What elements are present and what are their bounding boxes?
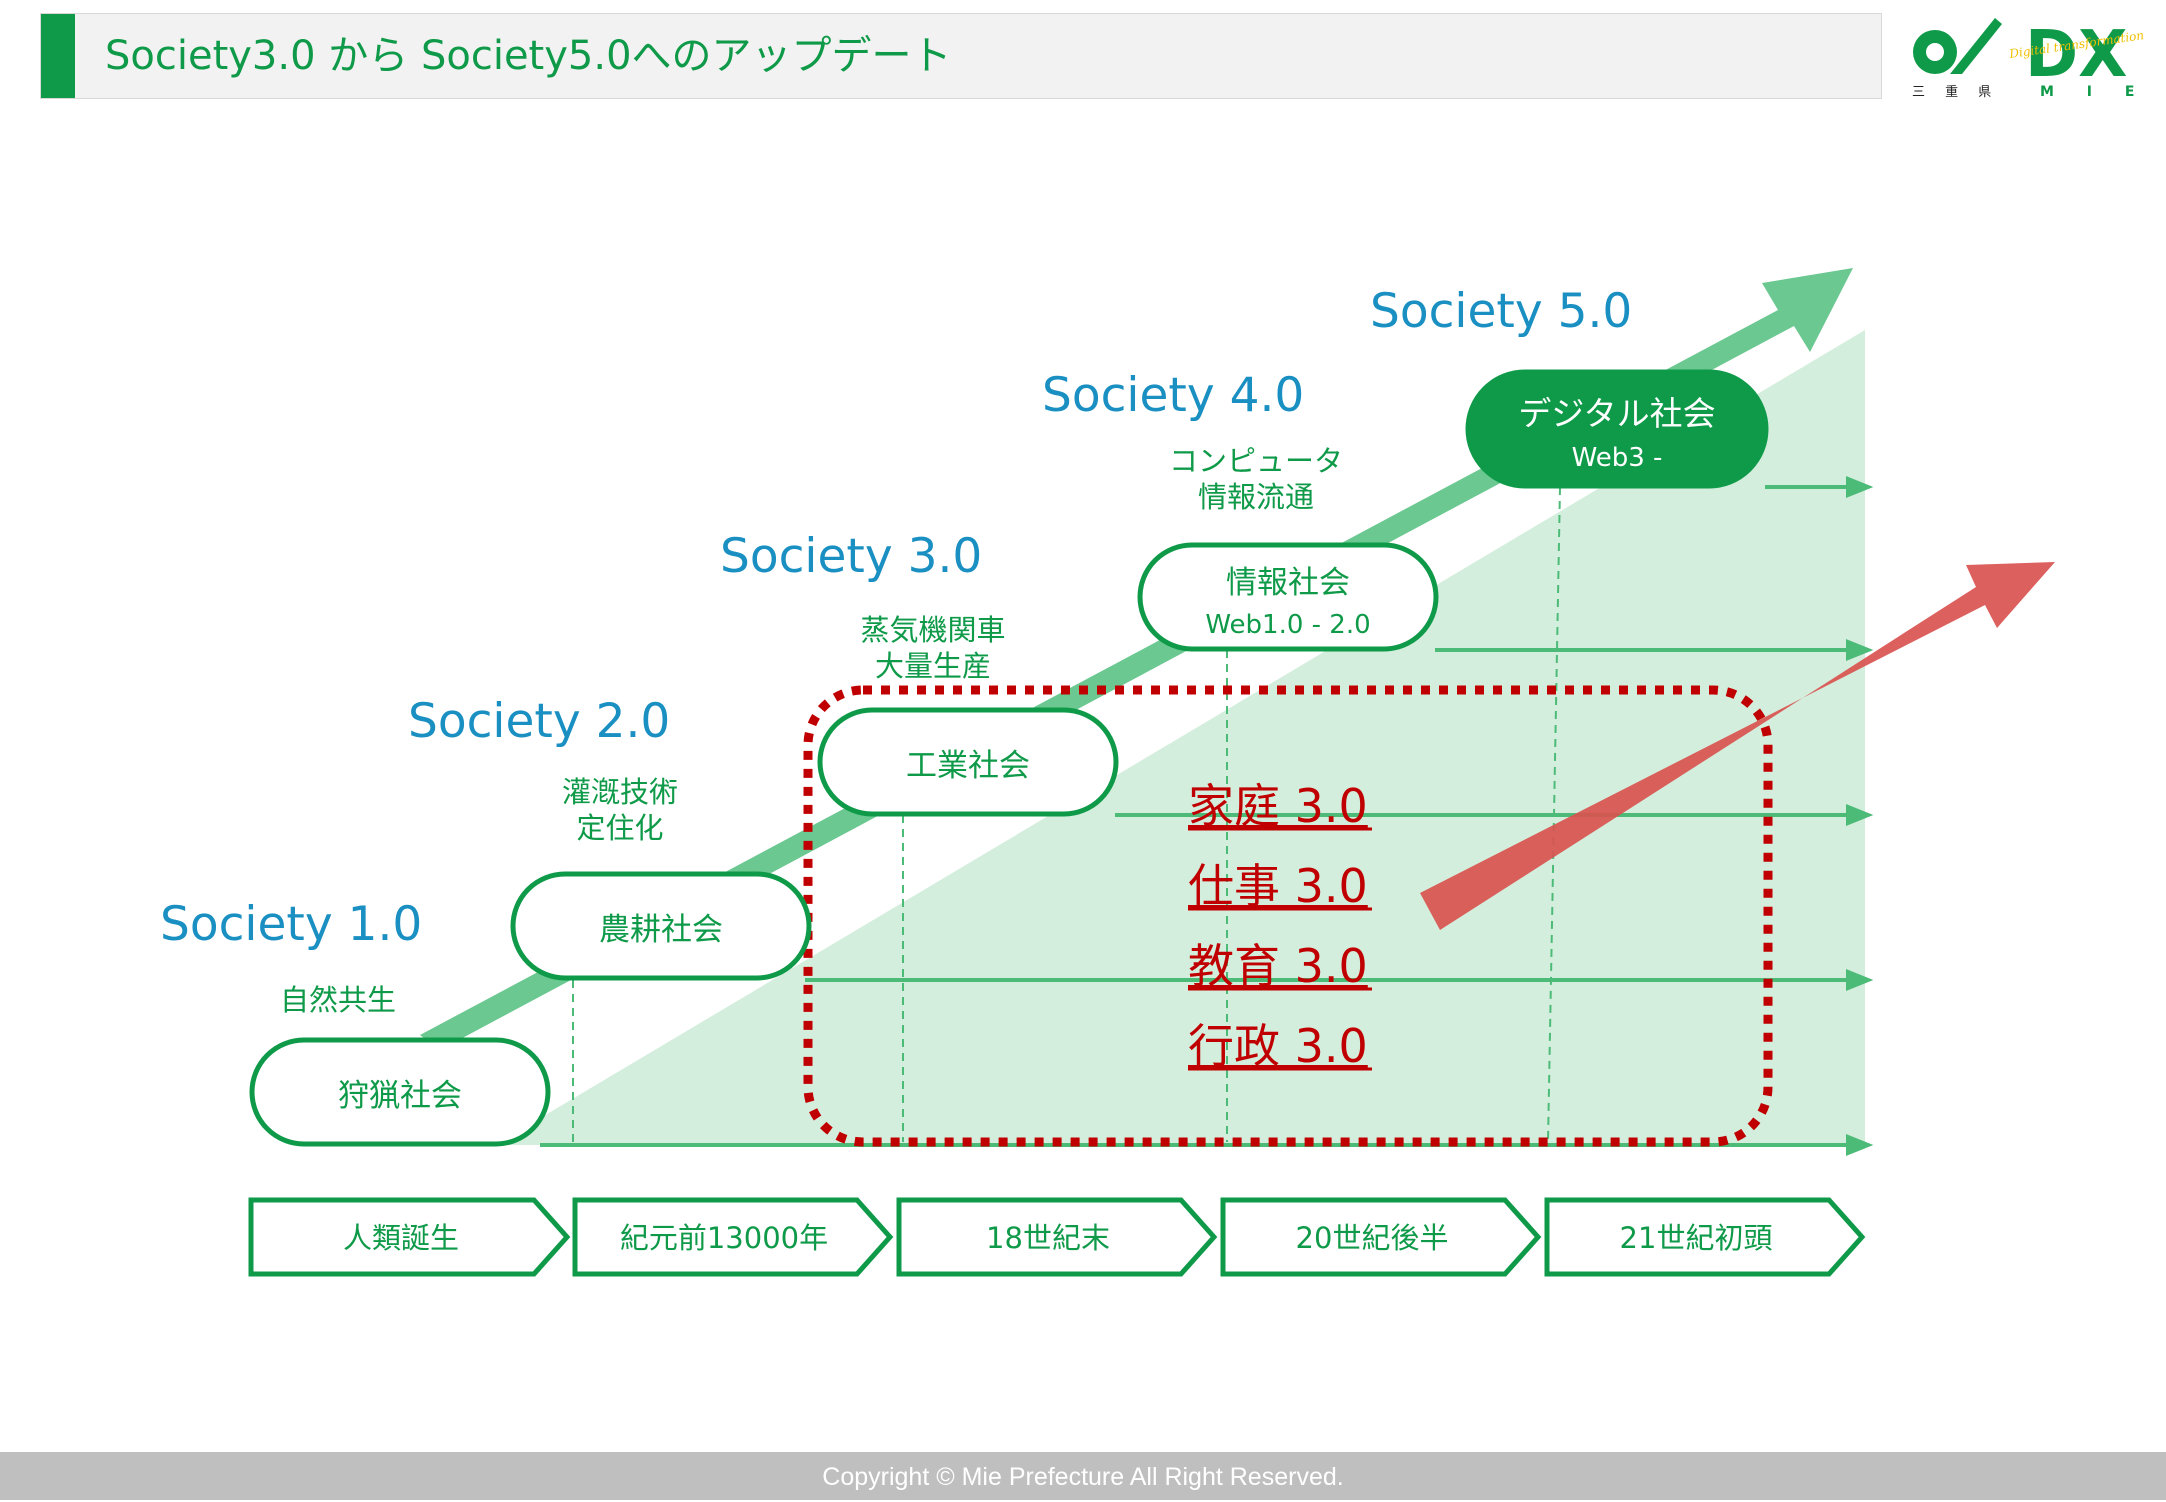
- society-2-tech-1: 灌漑技術: [562, 775, 678, 809]
- timeline-label-2: 紀元前13000年: [620, 1221, 828, 1255]
- header-accent: [41, 14, 75, 98]
- society-3-tech-2: 大量生産: [875, 649, 991, 683]
- society-5-box-title: デジタル社会: [1518, 394, 1715, 433]
- timeline-label-1: 人類誕生: [343, 1221, 459, 1255]
- society-1-box: [249, 1037, 551, 1147]
- society-4-tech-1: コンピュータ: [1169, 444, 1343, 478]
- timeline-step-3: [896, 1197, 1218, 1277]
- society-4-tech-2: 情報流通: [1198, 480, 1314, 514]
- society-3-title: Society 3.0: [720, 529, 982, 584]
- society-2-tech-2: 定住化: [576, 811, 663, 845]
- society-1-box-title: 狩猟社会: [338, 1078, 462, 1114]
- timeline-step-5: [1544, 1197, 1866, 1277]
- society-4-box-title: 情報社会: [1226, 565, 1350, 601]
- timeline-step-2: [572, 1197, 894, 1277]
- society-2-box-title: 農耕社会: [599, 912, 723, 948]
- society-1-tech-1: 自然共生: [280, 983, 396, 1017]
- update-work: 仕事 3.0: [1188, 859, 1368, 913]
- dx-mie-logo: DX Digital transformation M I E: [2007, 18, 2148, 100]
- society-5-title: Society 5.0: [1370, 284, 1632, 339]
- dx-logo-text: DX: [2025, 18, 2127, 92]
- society-5-box-sub: Web3 -: [1572, 443, 1663, 473]
- society-3-box-title: 工業社会: [906, 748, 1030, 784]
- society-4-box-sub: Web1.0 - 2.0: [1205, 610, 1370, 640]
- mie-prefecture-logo: 三 重 県: [1912, 18, 2002, 100]
- society-2-box: [510, 871, 812, 981]
- update-home: 家庭 3.0: [1188, 779, 1368, 833]
- page-title: Society3.0 から Society5.0へのアップデート: [105, 33, 952, 79]
- update-arrow: [1420, 562, 2055, 930]
- dx-logo-caption: M I E: [2040, 84, 2148, 100]
- society-3-tech-1: 蒸気機関車: [860, 613, 1005, 647]
- update-education: 教育 3.0: [1188, 939, 1368, 993]
- society-3-box: [817, 707, 1119, 817]
- society-5-box: [1465, 369, 1769, 489]
- timeline-step-4: [1220, 1197, 1542, 1277]
- timeline-step-1: [248, 1197, 571, 1277]
- timeline-label-3: 18世紀末: [986, 1221, 1110, 1255]
- vertical-dashes: [572, 486, 1561, 1143]
- growth-area: [495, 330, 1865, 1145]
- footer-copyright: Copyright © Mie Prefecture All Right Res…: [0, 1452, 2166, 1500]
- timeline-label-4: 20世紀後半: [1296, 1221, 1449, 1255]
- society-2-title: Society 2.0: [408, 694, 670, 749]
- header-bar: Society3.0 から Society5.0へのアップデート: [40, 13, 1882, 99]
- society-1-title: Society 1.0: [160, 897, 422, 952]
- society-4-title: Society 4.0: [1042, 368, 1304, 423]
- society-4-box: [1137, 542, 1439, 652]
- timeline-label-5: 21世紀初頭: [1620, 1221, 1773, 1255]
- update-government: 行政 3.0: [1188, 1019, 1368, 1073]
- pref-caption: 三 重 県: [1912, 84, 1999, 100]
